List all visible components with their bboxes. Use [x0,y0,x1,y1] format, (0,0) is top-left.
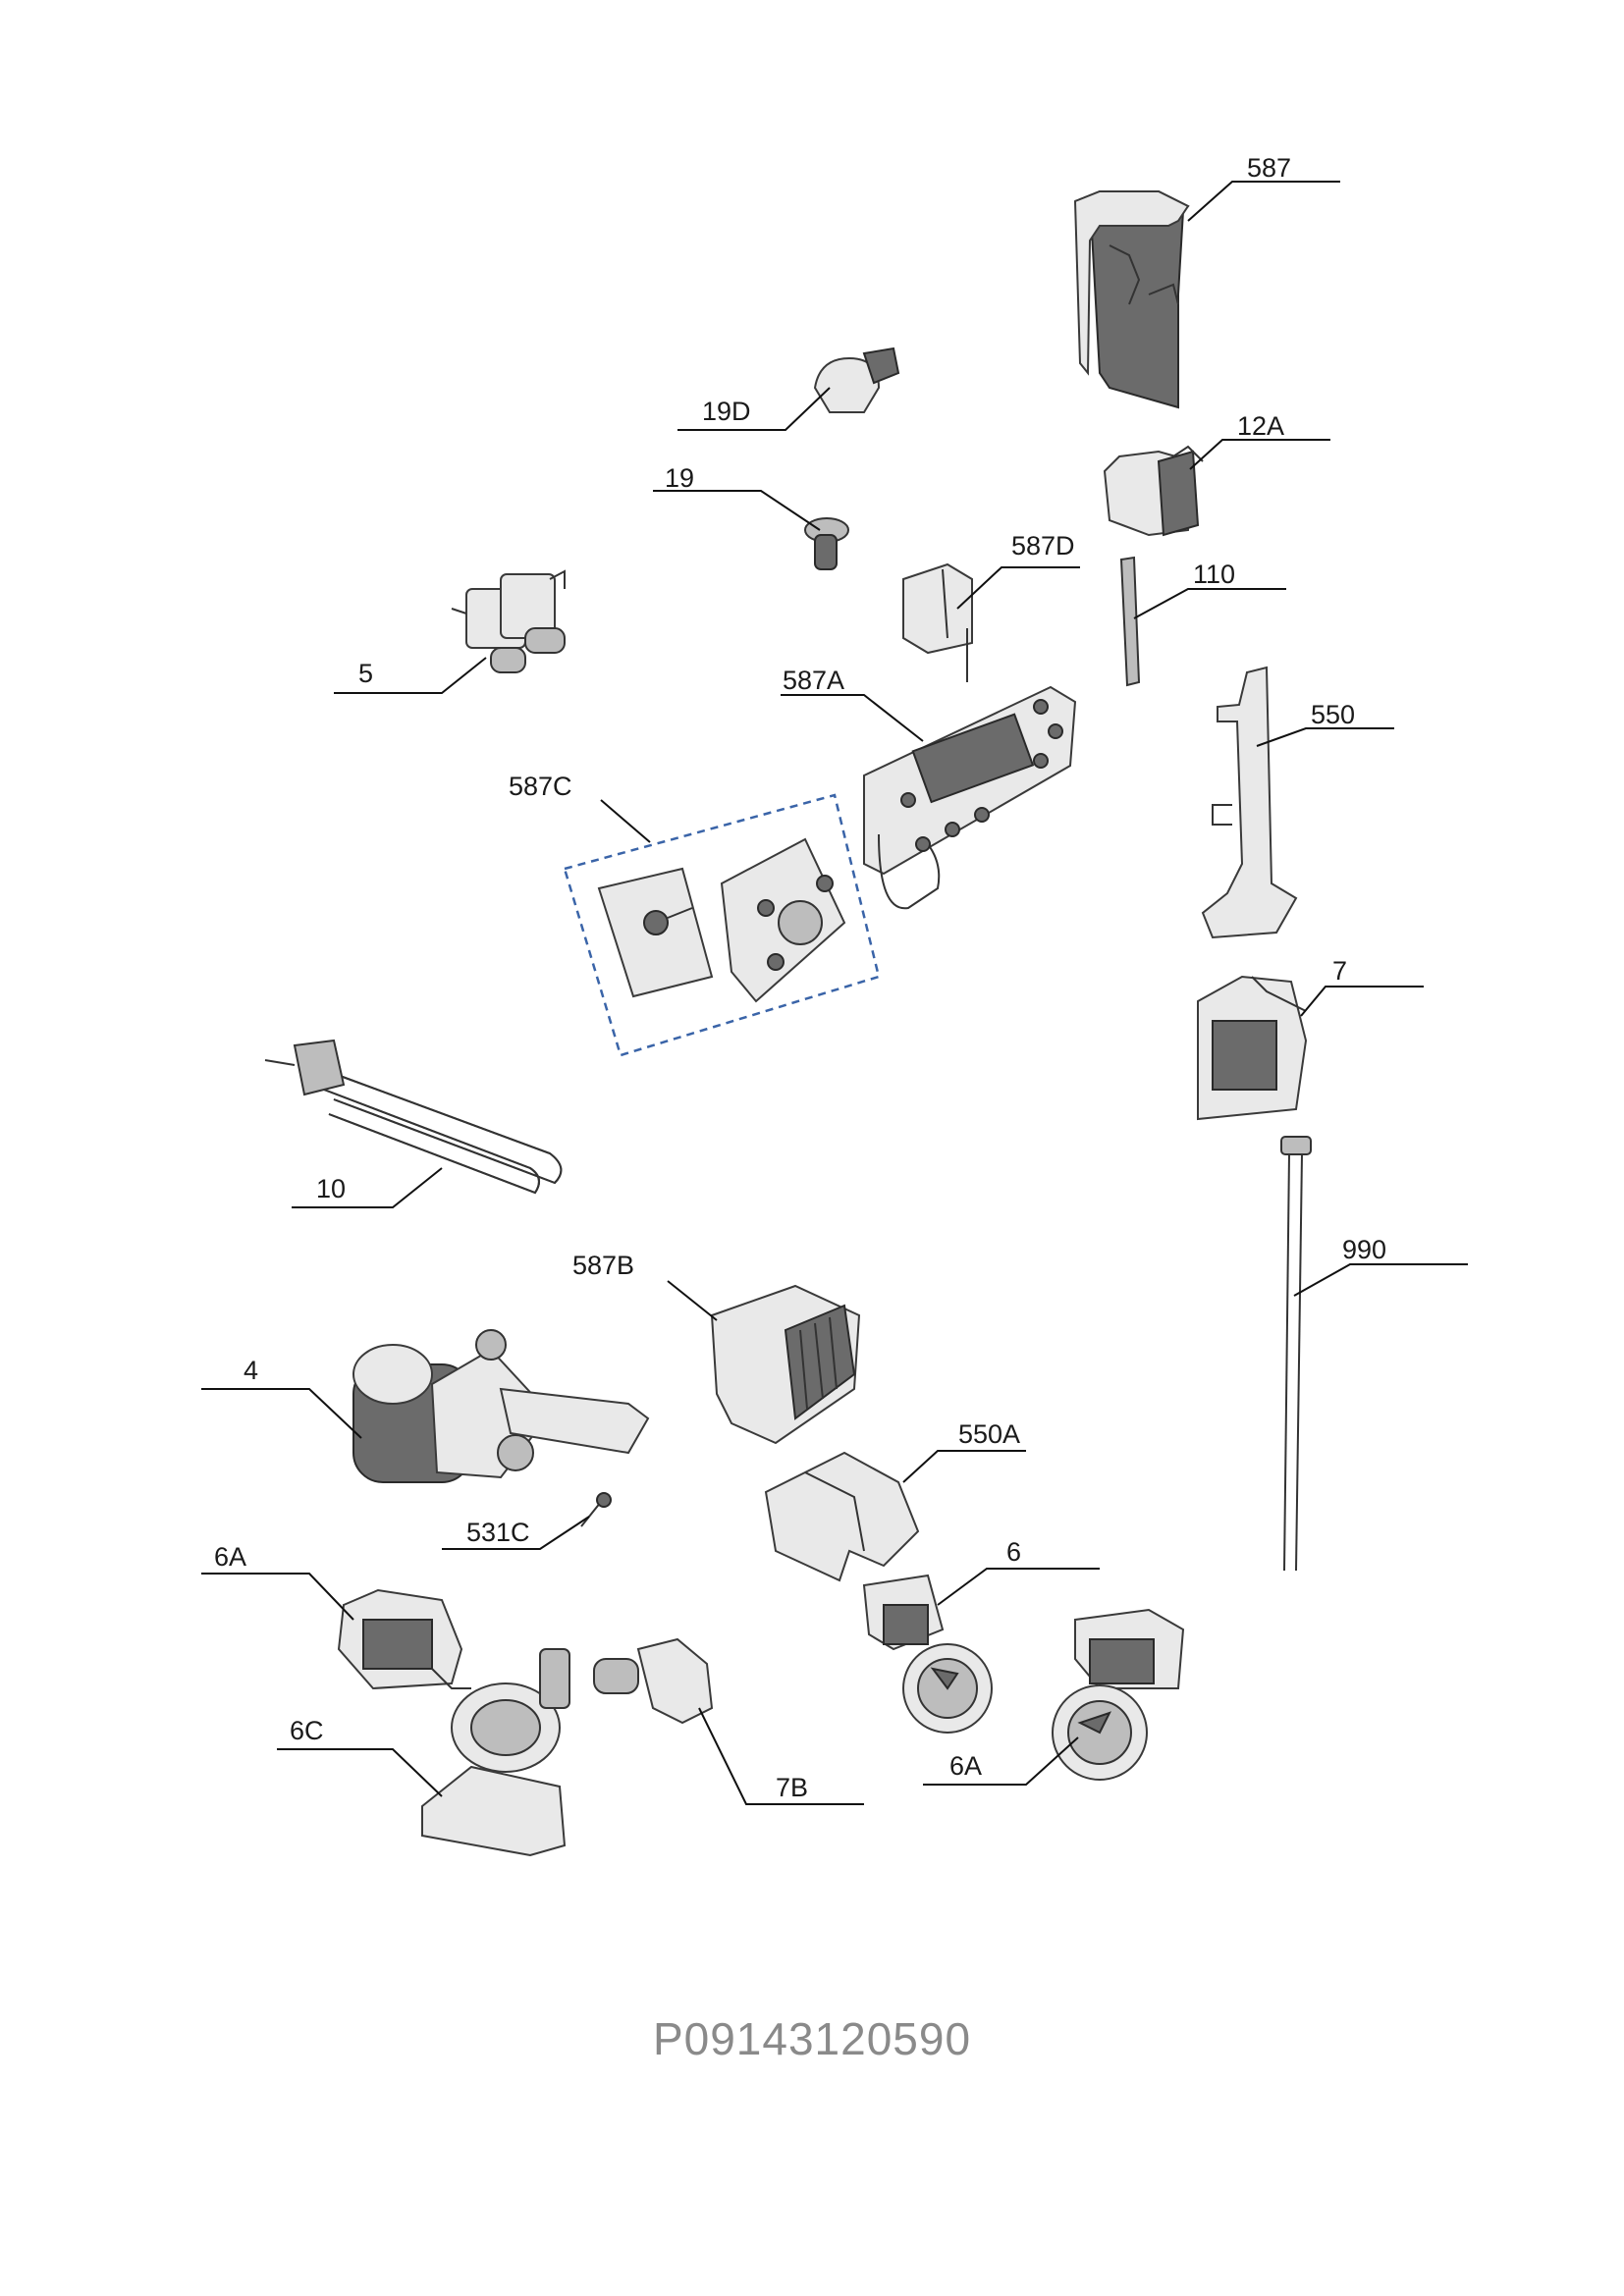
leader-587b [667,1280,718,1321]
leader-19 [653,490,821,531]
label-5: 5 [358,659,373,688]
part-12a-door-lock [1103,445,1204,537]
leader-550a [902,1450,1026,1483]
label-19: 19 [665,463,694,493]
part-550a-cover [764,1451,920,1582]
label-587c: 587C [509,772,572,801]
label-587d: 587D [1011,531,1075,561]
label-7b: 7B [776,1773,808,1802]
part-110-rod [1119,556,1141,687]
leader-110 [1133,588,1286,619]
part-6a-right-drain-pump [1052,1608,1185,1781]
leader-6 [937,1568,1100,1606]
part-531c-screw [580,1492,612,1527]
part-10-heating-element [264,1039,563,1195]
label-4: 4 [244,1356,258,1385]
leader-7b [698,1707,864,1805]
label-6a-left: 6A [214,1542,246,1572]
leader-587a [781,694,924,742]
label-587: 587 [1247,153,1291,183]
reference-code: P09143120590 [652,2013,972,2064]
part-587a-control-board [863,685,1077,910]
part-990-cable-harness [1280,1136,1312,1572]
label-12a: 12A [1237,411,1284,441]
part-19-push-button [804,517,849,570]
leader-990 [1293,1263,1468,1297]
part-587-dispenser-drawer [1073,190,1190,409]
leader-550 [1256,727,1394,747]
leader-6c [277,1748,443,1797]
leader-19d [677,387,831,431]
part-6c-pump-housing [421,1648,570,1857]
leader-5 [334,657,487,694]
label-990: 990 [1342,1235,1386,1264]
label-587a: 587A [783,666,844,695]
label-10: 10 [316,1174,346,1203]
leader-4 [201,1388,362,1439]
part-587c-selector-board [563,793,881,1057]
part-5-inlet-valve [451,569,566,673]
part-6a-left-pump-motor [337,1588,471,1690]
part-587b-module [710,1284,861,1445]
label-550a: 550A [958,1419,1020,1449]
leader-12a [1189,439,1330,470]
part-4-motor [352,1329,650,1483]
label-587b: 587B [572,1251,634,1280]
part-19d-clip [813,347,900,413]
label-19d: 19D [702,397,751,426]
part-7-door-interlock [1197,975,1308,1121]
leader-6a-left [201,1573,354,1621]
leader-587d [956,566,1080,610]
leader-587 [1187,181,1340,222]
leader-10 [292,1167,443,1208]
part-6-drain-pump [862,1574,993,1734]
label-6c: 6C [290,1716,324,1745]
leader-6a-right [923,1736,1079,1786]
leader-531c [442,1516,590,1550]
label-6: 6 [1006,1537,1021,1567]
label-531c: 531C [466,1518,530,1547]
leader-7 [1300,986,1424,1017]
leader-587c [600,799,651,843]
label-110: 110 [1193,560,1235,589]
label-6a-right: 6A [949,1751,982,1781]
label-550: 550 [1311,700,1355,729]
part-7b-sensor [593,1637,714,1725]
part-587d-circuit-board [902,562,973,682]
label-7: 7 [1332,956,1347,986]
part-550-bracket [1201,666,1298,939]
